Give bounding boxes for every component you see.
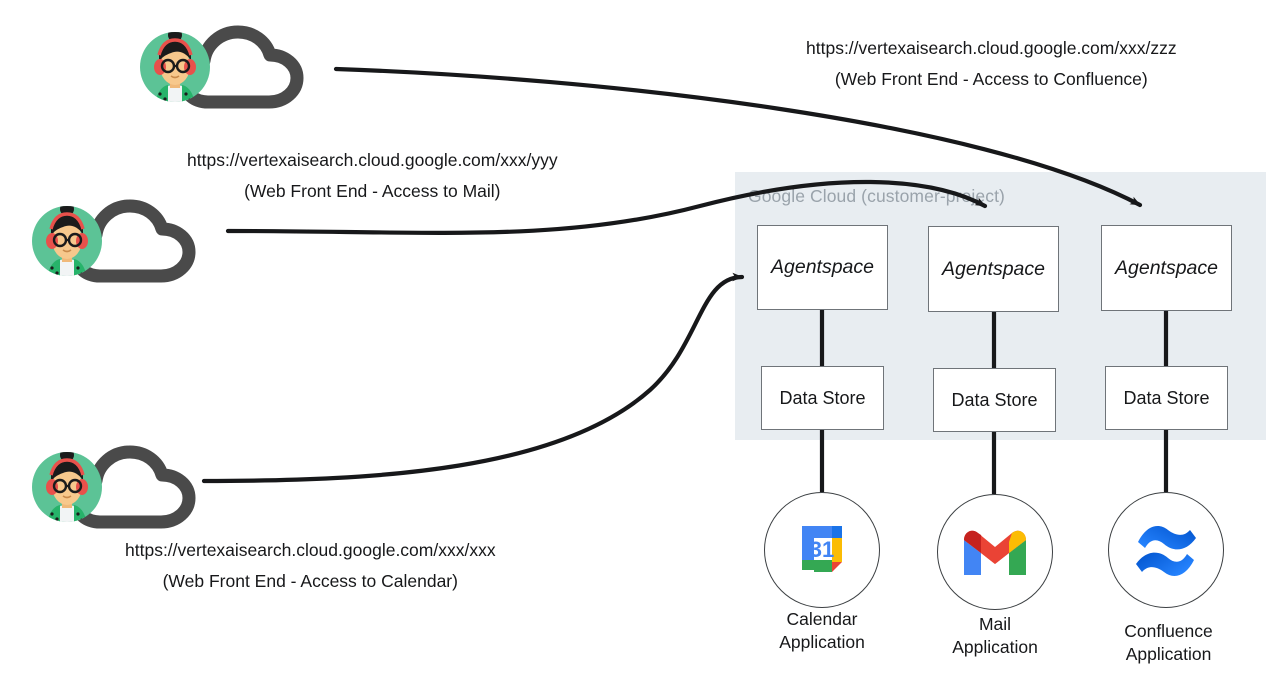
agentspace-label: Agentspace [1115, 256, 1218, 279]
agentspace-box-mail[interactable]: Agentspace [928, 226, 1059, 312]
datastore-box-calendar[interactable]: Data Store [761, 366, 884, 430]
url-label-calendar: https://vertexaisearch.cloud.google.com/… [125, 535, 496, 596]
app-label-line1: Confluence [1124, 621, 1213, 641]
google-cloud-panel-label: Google Cloud (customer-project) [748, 186, 1005, 206]
actor-confluence [138, 24, 338, 110]
url-text-confluence: https://vertexaisearch.cloud.google.com/… [806, 38, 1177, 58]
datastore-label: Data Store [779, 387, 866, 408]
datastore-box-confluence[interactable]: Data Store [1105, 366, 1228, 430]
app-label-line1: Mail [978, 614, 1012, 634]
edge-actor-calendar [201, 272, 745, 484]
app-circle-mail[interactable] [937, 494, 1053, 610]
confluence-icon [1136, 526, 1196, 576]
datastore-label: Data Store [1123, 387, 1210, 408]
agentspace-box-calendar[interactable]: Agentspace [757, 225, 888, 310]
app-label-line2: Application [1125, 644, 1212, 665]
actor-mail [30, 198, 230, 284]
app-circle-calendar[interactable]: 31 [764, 492, 880, 608]
url-label-confluence: https://vertexaisearch.cloud.google.com/… [806, 33, 1177, 94]
app-label-line2: Application [779, 632, 865, 653]
url-desc-mail: (Web Front End - Access to Mail) [244, 180, 501, 201]
calendar-day-number: 31 [810, 537, 834, 562]
agentspace-label: Agentspace [942, 257, 1045, 280]
url-label-mail: https://vertexaisearch.cloud.google.com/… [187, 145, 558, 206]
avatar [32, 452, 102, 522]
app-label-mail: Mail Application [915, 613, 1075, 659]
url-text-calendar: https://vertexaisearch.cloud.google.com/… [125, 540, 496, 560]
url-desc-calendar: (Web Front End - Access to Calendar) [162, 570, 458, 591]
avatar [32, 206, 102, 276]
google-calendar-icon: 31 [802, 526, 842, 572]
url-desc-confluence: (Web Front End - Access to Confluence) [834, 68, 1148, 89]
url-text-mail: https://vertexaisearch.cloud.google.com/… [187, 150, 558, 170]
gmail-icon [964, 530, 1026, 575]
avatar [140, 32, 210, 102]
agentspace-label: Agentspace [771, 256, 874, 278]
app-label-calendar: Calendar Application [742, 608, 902, 654]
datastore-label: Data Store [951, 389, 1038, 410]
app-label-line2: Application [952, 637, 1038, 658]
datastore-box-mail[interactable]: Data Store [933, 368, 1056, 432]
agentspace-box-confluence[interactable]: Agentspace [1101, 225, 1232, 311]
app-label-line1: Calendar [786, 609, 858, 629]
actor-calendar [30, 444, 230, 530]
app-circle-confluence[interactable] [1108, 492, 1224, 608]
app-label-confluence: Confluence Application [1086, 620, 1251, 666]
